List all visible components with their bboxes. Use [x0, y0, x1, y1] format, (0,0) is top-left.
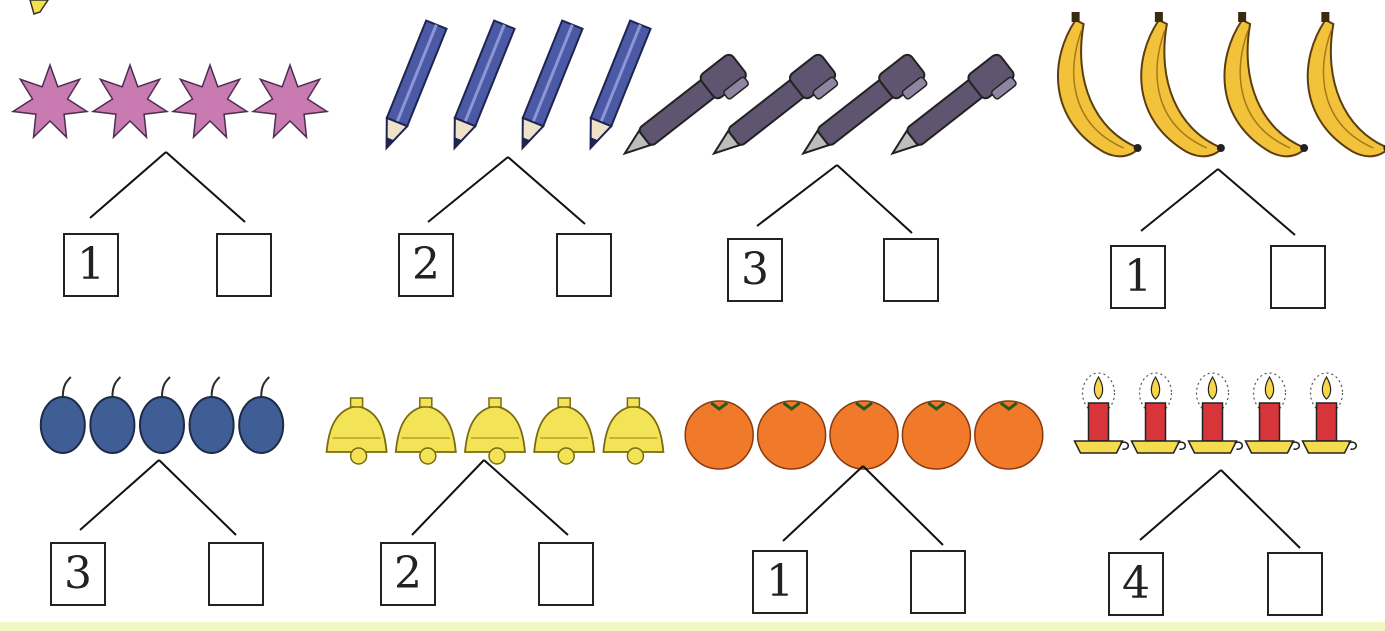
- problem-7: [684, 400, 1044, 546]
- plum-icon: [139, 376, 185, 454]
- answer-box[interactable]: [1267, 552, 1323, 616]
- orange-icon: [974, 400, 1044, 470]
- answer-box[interactable]: [883, 238, 939, 302]
- candle-icon: [1073, 372, 1129, 454]
- problem-1: [10, 62, 330, 223]
- given-number-box: 3: [50, 542, 106, 606]
- split-line-right: [507, 156, 586, 225]
- plum-icon: [39, 376, 86, 454]
- bell-icon: [394, 397, 457, 465]
- split-line-left: [89, 151, 167, 219]
- plum-icon: [89, 376, 136, 454]
- split-line-left: [756, 164, 838, 227]
- candle-icon: [1187, 372, 1243, 454]
- problem-6: [325, 397, 665, 536]
- problem-2: [385, 19, 652, 225]
- given-number-box: 1: [752, 550, 808, 614]
- split-line-right: [1220, 469, 1301, 549]
- split-line-right: [165, 151, 246, 223]
- bell-icon: [464, 397, 526, 465]
- answer-box[interactable]: [538, 542, 594, 606]
- orange-icon: [901, 400, 972, 470]
- candle-icon: [1244, 372, 1300, 454]
- answer-box[interactable]: [208, 542, 264, 606]
- bell-icon: [602, 397, 665, 465]
- banana-icon: [1306, 12, 1385, 158]
- pencil-icon: [385, 19, 448, 151]
- split-line-left: [1139, 469, 1222, 541]
- problem-3: [622, 53, 1017, 234]
- banana-icon: [1223, 12, 1309, 158]
- candle-icon: [1301, 372, 1357, 454]
- plum-icon: [238, 376, 285, 454]
- split-line-left: [1140, 168, 1219, 232]
- orange-icon: [829, 400, 899, 470]
- answer-box[interactable]: [216, 233, 272, 297]
- star-icon: [10, 62, 90, 140]
- answer-box[interactable]: [1270, 245, 1326, 309]
- banana-icon: [1056, 12, 1142, 158]
- split-line-left: [782, 465, 864, 542]
- given-number-box: 3: [727, 238, 783, 302]
- orange-icon: [684, 400, 754, 470]
- given-number-box: 4: [1108, 552, 1164, 616]
- problem-4: [1056, 12, 1385, 236]
- pen-icon: [622, 53, 749, 156]
- split-line-left: [411, 459, 485, 536]
- plum-icon: [188, 376, 235, 454]
- split-line-right: [483, 459, 569, 536]
- split-line-right: [1217, 168, 1296, 236]
- orange-icon: [756, 400, 827, 470]
- corner-pencil-icon: [29, 0, 49, 15]
- star-icon: [170, 62, 250, 140]
- split-line-right: [862, 465, 944, 546]
- pen-icon: [711, 53, 839, 156]
- split-line-right: [836, 164, 913, 234]
- page-bottom-strip: [0, 622, 1385, 631]
- given-number-box: 1: [63, 233, 119, 297]
- star-icon: [250, 62, 330, 140]
- candle-icon: [1130, 372, 1186, 454]
- split-line-right: [158, 459, 237, 536]
- split-line-left: [427, 156, 509, 223]
- pen-icon: [800, 53, 928, 156]
- banana-icon: [1140, 12, 1225, 158]
- star-icon: [90, 62, 170, 140]
- bell-icon: [325, 397, 388, 465]
- given-number-box: 2: [398, 233, 454, 297]
- pencil-icon: [453, 19, 516, 151]
- answer-box[interactable]: [910, 550, 966, 614]
- pencil-icon: [589, 19, 652, 151]
- problem-5: [39, 376, 285, 536]
- problem-8: [1073, 372, 1357, 549]
- split-line-left: [79, 459, 160, 531]
- given-number-box: 1: [1110, 245, 1166, 309]
- given-number-box: 2: [380, 542, 436, 606]
- answer-box[interactable]: [556, 233, 612, 297]
- pen-icon: [890, 53, 1017, 156]
- bell-icon: [533, 397, 596, 465]
- pencil-icon: [521, 19, 584, 151]
